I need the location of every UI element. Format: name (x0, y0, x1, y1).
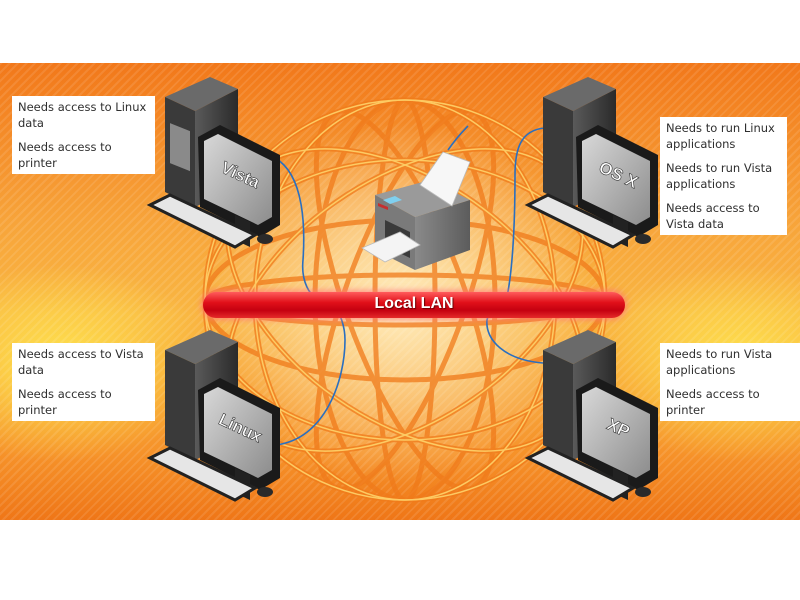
need-item: Needs to run Linux applications (666, 121, 775, 151)
need-item: Needs to run Vista applications (666, 161, 773, 191)
printer-icon[interactable] (361, 151, 471, 270)
need-item: Needs access to Vista data (666, 201, 760, 231)
note-osx: Needs to run Linux applications Needs to… (660, 117, 787, 235)
local-lan-bar: Local LAN (203, 292, 625, 318)
note-xp: Needs to run Vista applications Needs ac… (660, 343, 800, 421)
computer-vista[interactable]: Vista (146, 77, 280, 249)
need-item: Needs access to printer (18, 387, 112, 417)
lan-label: Local LAN (374, 295, 454, 312)
computer-xp[interactable]: XP (524, 330, 658, 502)
note-linux: Needs access to Vista data Needs access … (12, 343, 155, 421)
need-item: Needs access to printer (18, 140, 112, 170)
need-item: Needs to run Vista applications (666, 347, 773, 377)
computer-osx[interactable]: OS X (524, 77, 658, 249)
need-item: Needs access to printer (666, 387, 760, 417)
need-item: Needs access to Linux data (18, 100, 147, 130)
need-item: Needs access to Vista data (18, 347, 144, 377)
computer-linux[interactable]: Linux (146, 330, 280, 502)
note-vista: Needs access to Linux data Needs access … (12, 96, 155, 174)
